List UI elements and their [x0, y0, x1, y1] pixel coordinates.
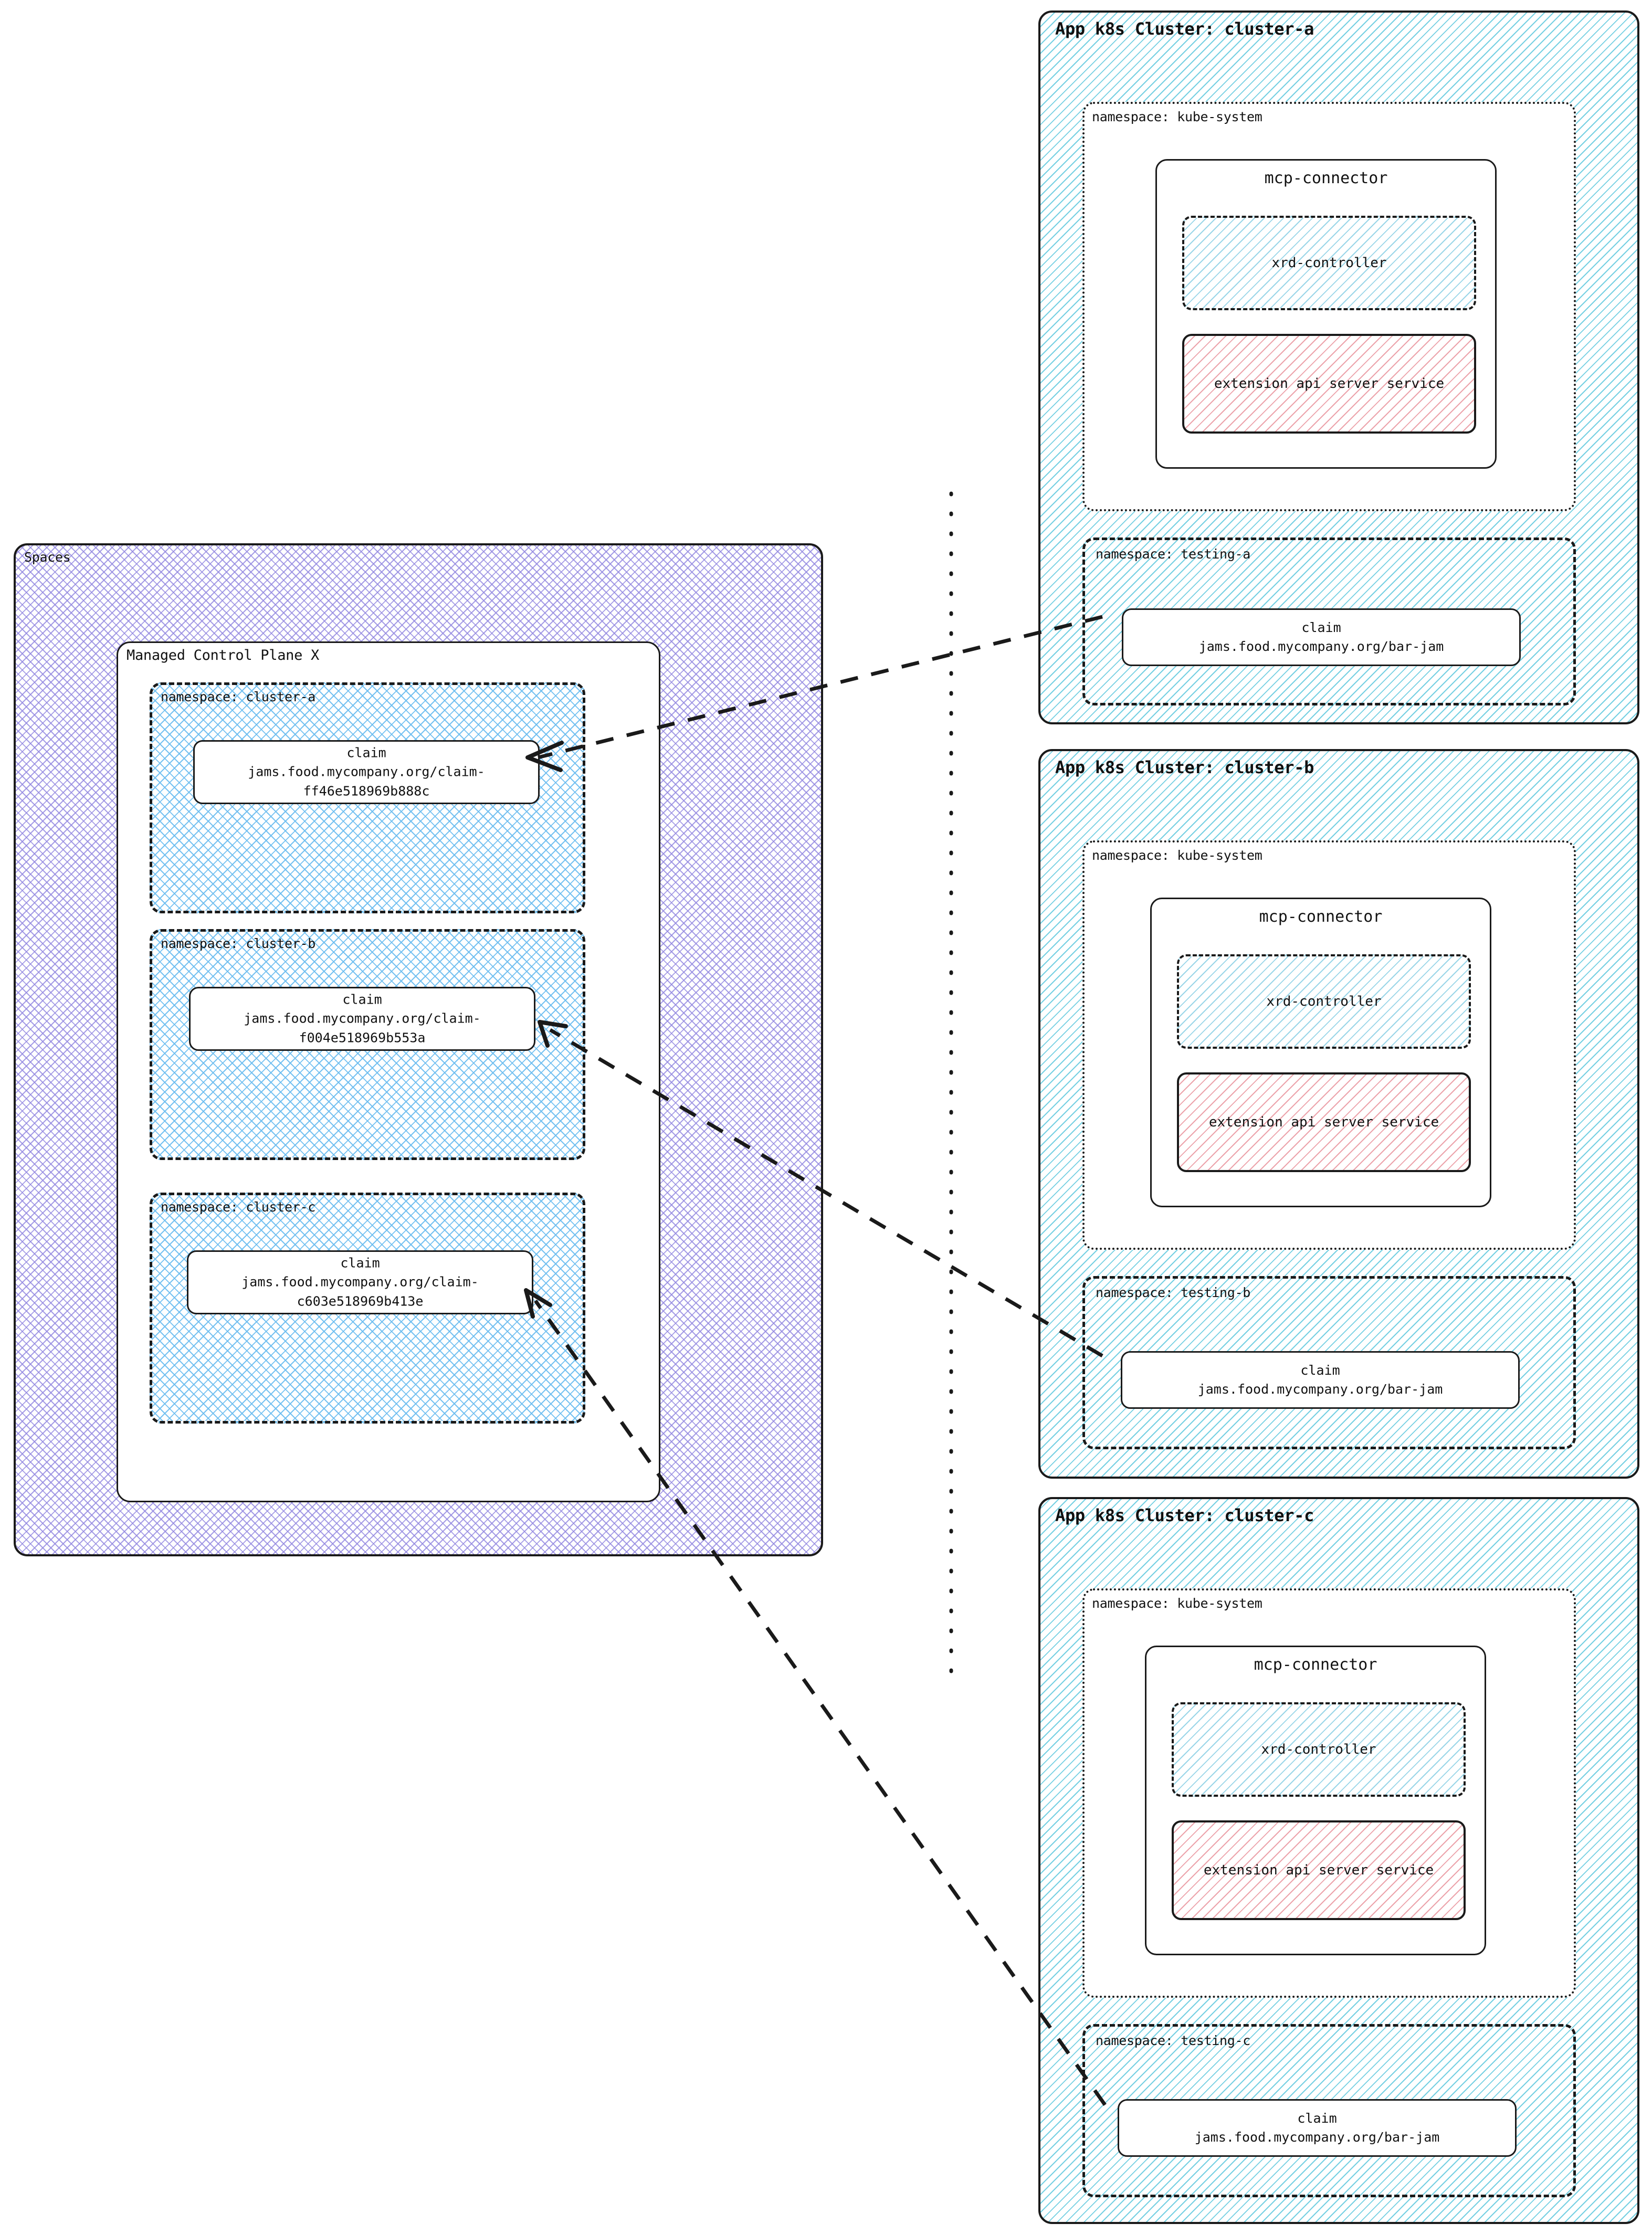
xrd-controller-a: xrd-controller [1182, 216, 1476, 310]
cluster-panel-c: App k8s Cluster: cluster-c namespace: ku… [1038, 1497, 1639, 2224]
namespace-cluster-c: namespace: cluster-c claim jams.food.myc… [150, 1193, 585, 1424]
namespace-cluster-b: namespace: cluster-b claim jams.food.myc… [150, 929, 585, 1160]
namespace-testing-a-label: namespace: testing-a [1096, 546, 1251, 562]
claim-box-testing-c-text: claim jams.food.mycompany.org/bar-jam [1119, 2109, 1515, 2147]
extension-api-server-b: extension api server service [1177, 1072, 1471, 1172]
namespace-kube-system-b: namespace: kube-system mcp-connector xrd… [1082, 840, 1576, 1250]
claim-kind: claim [1297, 2110, 1337, 2126]
namespace-kube-system-c: namespace: kube-system mcp-connector xrd… [1082, 1588, 1576, 1998]
claim-ref: jams.food.mycompany.org/bar-jam [1198, 639, 1444, 654]
namespace-cluster-c-label: namespace: cluster-c [161, 1199, 316, 1215]
claim-kind: claim [1300, 1362, 1340, 1378]
claim-ref: jams.food.mycompany.org/claim-f004e51896… [244, 1010, 481, 1046]
mcp-connector-a-title: mcp-connector [1264, 169, 1388, 187]
namespace-cluster-a: namespace: cluster-a claim jams.food.myc… [150, 682, 585, 913]
claim-ref: jams.food.mycompany.org/bar-jam [1197, 1382, 1443, 1397]
claim-box-testing-b[interactable]: claim jams.food.mycompany.org/bar-jam [1121, 1351, 1520, 1409]
namespace-testing-b: namespace: testing-b claim jams.food.myc… [1082, 1276, 1576, 1449]
claim-box-testing-a[interactable]: claim jams.food.mycompany.org/bar-jam [1122, 608, 1521, 666]
namespace-cluster-a-label: namespace: cluster-a [161, 689, 316, 704]
mcp-connector-a: mcp-connector xrd-controller extension a… [1155, 159, 1497, 469]
cluster-panel-a: App k8s Cluster: cluster-a namespace: ku… [1038, 10, 1639, 724]
claim-box-testing-b-text: claim jams.food.mycompany.org/bar-jam [1122, 1361, 1518, 1399]
control-plane-label: Managed Control Plane X [127, 647, 319, 663]
mcp-connector-c-title: mcp-connector [1254, 1656, 1377, 1674]
extension-api-server-b-label: extension api server service [1208, 1114, 1439, 1130]
claim-box-testing-a-text: claim jams.food.mycompany.org/bar-jam [1123, 618, 1519, 657]
namespace-testing-c: namespace: testing-c claim jams.food.myc… [1082, 2024, 1576, 2197]
spaces-label: Spaces [24, 550, 71, 565]
xrd-controller-a-label: xrd-controller [1271, 255, 1387, 271]
xrd-controller-b-label: xrd-controller [1266, 994, 1382, 1009]
spaces-container: Spaces Managed Control Plane X namespace… [14, 543, 823, 1556]
namespace-testing-a: namespace: testing-a claim jams.food.myc… [1082, 538, 1576, 705]
claim-box-cluster-b[interactable]: claim jams.food.mycompany.org/claim-f004… [189, 987, 535, 1051]
xrd-controller-b: xrd-controller [1177, 954, 1471, 1049]
claim-box-cluster-b-text: claim jams.food.mycompany.org/claim-f004… [191, 990, 534, 1048]
namespace-kube-system-c-label: namespace: kube-system [1092, 1596, 1262, 1611]
claim-kind: claim [342, 992, 382, 1007]
cluster-c-title: App k8s Cluster: cluster-c [1055, 1505, 1314, 1525]
xrd-controller-c-label: xrd-controller [1261, 1742, 1376, 1757]
claim-kind: claim [346, 745, 386, 761]
claim-box-cluster-c[interactable]: claim jams.food.mycompany.org/claim-c603… [187, 1250, 533, 1314]
namespace-cluster-b-label: namespace: cluster-b [161, 936, 316, 951]
namespace-kube-system-a-label: namespace: kube-system [1092, 109, 1262, 124]
claim-kind: claim [1301, 619, 1341, 635]
cluster-a-title: App k8s Cluster: cluster-a [1055, 19, 1314, 39]
mcp-connector-b: mcp-connector xrd-controller extension a… [1150, 898, 1491, 1207]
claim-ref: jams.food.mycompany.org/claim-ff46e51896… [248, 764, 485, 799]
claim-ref: jams.food.mycompany.org/bar-jam [1194, 2130, 1440, 2145]
namespace-kube-system-a: namespace: kube-system mcp-connector xrd… [1082, 102, 1576, 511]
claim-box-cluster-a-text: claim jams.food.mycompany.org/claim-ff46… [195, 744, 538, 801]
cluster-b-title: App k8s Cluster: cluster-b [1055, 757, 1314, 777]
extension-api-server-a-label: extension api server service [1214, 375, 1445, 392]
extension-api-server-a: extension api server service [1182, 334, 1476, 434]
namespace-kube-system-b-label: namespace: kube-system [1092, 848, 1262, 863]
claim-box-cluster-c-text: claim jams.food.mycompany.org/claim-c603… [188, 1254, 532, 1311]
xrd-controller-c: xrd-controller [1172, 1702, 1466, 1797]
claim-box-testing-c[interactable]: claim jams.food.mycompany.org/bar-jam [1118, 2099, 1517, 2157]
extension-api-server-c-label: extension api server service [1203, 1862, 1434, 1878]
cluster-panel-b: App k8s Cluster: cluster-b namespace: ku… [1038, 749, 1639, 1479]
claim-ref: jams.food.mycompany.org/claim-c603e51896… [241, 1274, 479, 1309]
mcp-connector-c: mcp-connector xrd-controller extension a… [1145, 1646, 1486, 1955]
claim-kind: claim [340, 1255, 380, 1271]
managed-control-plane: Managed Control Plane X namespace: clust… [117, 641, 660, 1502]
mcp-connector-b-title: mcp-connector [1259, 908, 1383, 926]
namespace-testing-b-label: namespace: testing-b [1096, 1285, 1251, 1300]
claim-box-cluster-a[interactable]: claim jams.food.mycompany.org/claim-ff46… [193, 740, 540, 804]
namespace-testing-c-label: namespace: testing-c [1096, 2033, 1251, 2048]
extension-api-server-c: extension api server service [1172, 1820, 1466, 1920]
